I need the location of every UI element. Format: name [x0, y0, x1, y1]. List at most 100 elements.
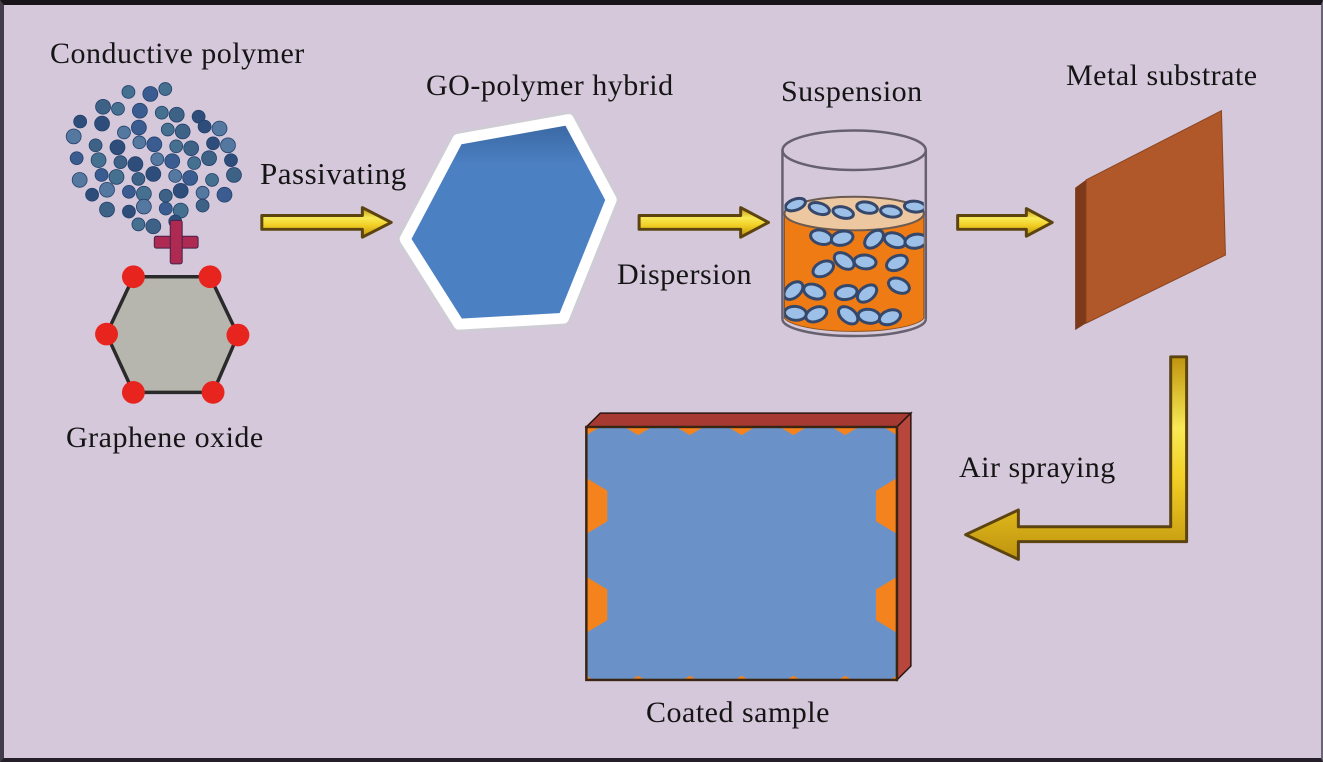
suspended-particle — [804, 305, 829, 324]
air-spraying-arrow-icon — [964, 355, 1189, 561]
polymer-dot — [191, 109, 206, 124]
conductive-polymer-cluster — [65, 82, 242, 235]
polymer-dot — [117, 125, 131, 140]
transfer-arrow-icon — [956, 207, 1054, 238]
suspended-particle — [885, 253, 909, 273]
coating-hexagon — [684, 617, 747, 680]
polymer-dot — [160, 122, 175, 137]
polymer-dot — [90, 152, 107, 168]
label-coated-sample: Coated sample — [646, 696, 830, 729]
passivating-arrow-icon — [260, 206, 393, 239]
polymer-dot — [99, 201, 115, 218]
polymer-dot — [195, 185, 210, 200]
suspended-particle — [807, 201, 831, 217]
dispersion-arrow-icon — [637, 206, 771, 239]
suspended-particle — [802, 282, 827, 301]
suspension-beaker — [781, 129, 928, 338]
polymer-dot — [158, 201, 173, 216]
suspended-particle — [852, 253, 878, 271]
polymer-dot — [183, 140, 200, 157]
polymer-dot — [164, 153, 181, 169]
suspended-particle — [784, 304, 808, 322]
coating-hexagon — [736, 617, 799, 680]
polymer-dot — [127, 156, 144, 172]
suspended-particle — [811, 259, 836, 279]
polymer-dot — [182, 170, 199, 186]
label-suspension: Suspension — [781, 75, 923, 108]
suspended-particle — [855, 283, 879, 304]
suspended-particle — [784, 196, 807, 213]
polymer-dot — [88, 138, 103, 153]
coating-hexagons — [586, 426, 897, 680]
polymer-dot — [142, 86, 159, 102]
polymer-dot — [201, 150, 217, 166]
polymer-dot — [95, 98, 111, 115]
suspended-particle — [863, 228, 885, 250]
polymer-dot — [206, 136, 220, 151]
polymer-dot — [108, 169, 125, 185]
polymer-dot — [211, 120, 228, 137]
polymer-dot — [132, 135, 147, 150]
metal-substrate-plate — [1075, 109, 1226, 331]
polymer-dot — [195, 198, 210, 213]
polymer-dot — [71, 172, 88, 188]
label-go-polymer-hybrid: GO-polymer hybrid — [426, 69, 674, 102]
label-conductive-polymer: Conductive polymer — [50, 37, 305, 70]
polymer-dot — [99, 181, 115, 198]
polymer-dot — [169, 139, 184, 154]
polymer-dot — [187, 156, 202, 170]
suspended-particle — [879, 204, 903, 219]
polymer-dot — [131, 172, 146, 186]
polymer-dot — [131, 119, 147, 136]
polymer-dot — [73, 114, 88, 129]
label-graphene-oxide: Graphene oxide — [66, 421, 264, 454]
plus-icon — [153, 219, 199, 265]
label-passivating: Passivating — [260, 156, 407, 191]
suspended-particle — [837, 305, 860, 326]
polymer-dot — [131, 217, 146, 232]
polymer-dot — [154, 105, 169, 120]
polymer-dot — [168, 169, 183, 183]
polymer-dot — [109, 139, 126, 156]
polymer-dot — [111, 101, 125, 116]
polymer-dot — [205, 173, 219, 187]
go-polymer-hybrid-hexagon — [396, 111, 620, 333]
label-dispersion: Dispersion — [617, 258, 752, 291]
polymer-dot — [113, 155, 128, 169]
polymer-dot — [220, 137, 236, 154]
polymer-dot — [94, 115, 110, 132]
polymer-dot — [226, 167, 242, 183]
suspended-particle — [886, 276, 911, 295]
polymer-dot — [158, 82, 173, 96]
polymer-dot — [172, 182, 189, 199]
polymer-dot — [135, 198, 152, 215]
polymer-dot — [65, 128, 82, 145]
suspended-particle — [902, 199, 924, 214]
suspended-particle — [877, 308, 903, 327]
polymer-dot — [174, 123, 191, 140]
graphene-oxide-hexagon — [95, 265, 250, 404]
diagram-scene — [65, 82, 1226, 682]
polymer-dot — [146, 136, 163, 153]
polymer-dot — [216, 186, 233, 203]
polymer-dot — [224, 153, 238, 167]
polymer-dot — [85, 187, 99, 202]
suspended-particle — [831, 205, 855, 220]
polymer-dot — [150, 152, 165, 166]
suspended-particle — [833, 284, 859, 302]
coating-hexagon — [788, 617, 851, 680]
polymer-dot — [145, 218, 162, 235]
polymer-dot — [69, 151, 84, 165]
polymer-dot — [132, 102, 148, 119]
polymer-dot — [158, 188, 173, 203]
coated-sample-plate — [584, 411, 913, 682]
coating-hexagon — [633, 617, 695, 680]
suspended-particle — [784, 280, 805, 301]
label-air-spraying: Air spraying — [959, 451, 1116, 484]
suspended-particles — [784, 196, 924, 327]
label-metal-substrate: Metal substrate — [1066, 59, 1258, 92]
polymer-dot — [122, 204, 136, 219]
suspended-particle — [829, 229, 855, 247]
polymer-dot — [145, 166, 162, 182]
